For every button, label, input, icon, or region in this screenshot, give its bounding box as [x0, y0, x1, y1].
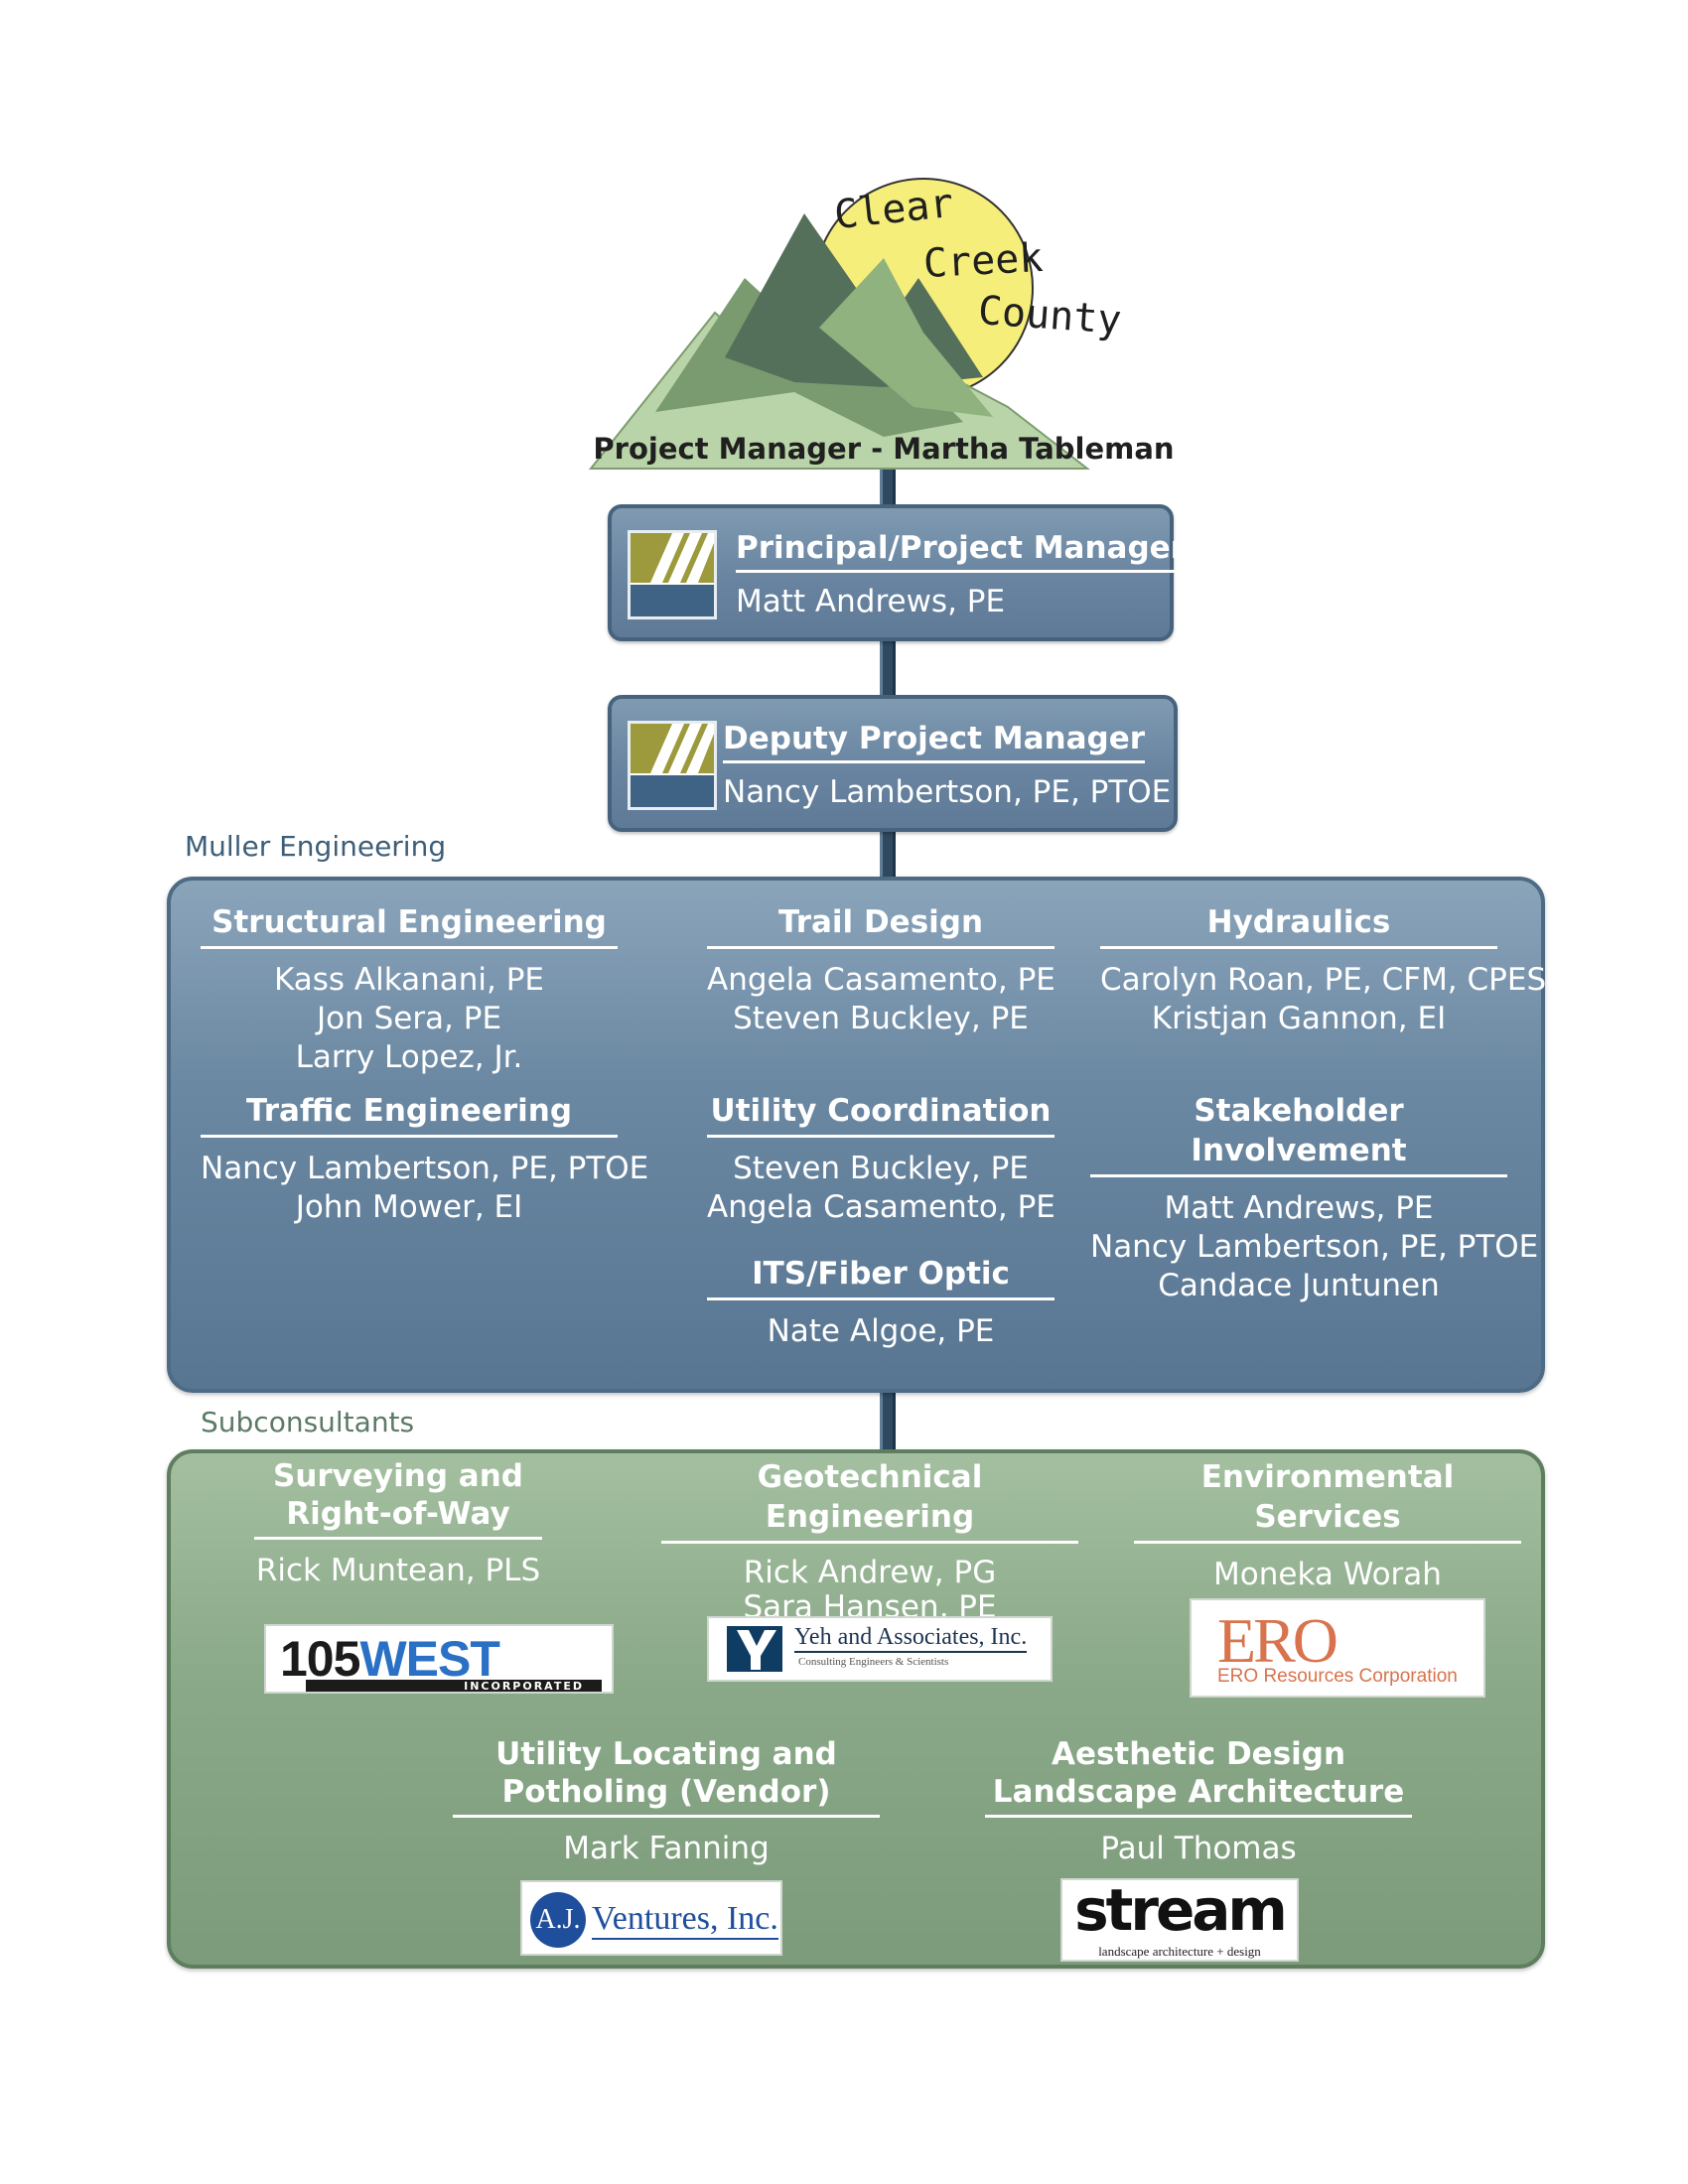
- group-member: Kristjan Gannon, EI: [1151, 1001, 1447, 1036]
- client-logo-word-creek: Creek: [921, 234, 1045, 288]
- group-member: Nancy Lambertson, PE, PTOE: [1090, 1229, 1539, 1265]
- role-title: Principal/Project Manager: [736, 530, 1186, 573]
- logo-text: stream: [1074, 1878, 1288, 1944]
- connector-line: [880, 830, 896, 880]
- group-structural-engineering: Structural Engineering Kass Alkanani, PE…: [201, 902, 618, 1077]
- role-name: Matt Andrews, PE: [736, 584, 1006, 619]
- group-stakeholder-involvement: Stakeholder Involvement Matt Andrews, PE…: [1090, 1091, 1539, 1305]
- connector-line: [880, 641, 896, 695]
- logo-text: ERO Resources Corporation: [1217, 1666, 1458, 1687]
- group-title-line: Landscape Architecture: [992, 1774, 1405, 1810]
- client-project-manager: Project Manager - Martha Tableman: [593, 432, 1175, 466]
- group-traffic-engineering: Traffic Engineering Nancy Lambertson, PE…: [201, 1091, 649, 1227]
- group-hydraulics: Hydraulics Carolyn Roan, PE, CFM, CPESC …: [1100, 902, 1568, 1038]
- group-member: Carolyn Roan, PE, CFM, CPESC: [1100, 962, 1568, 998]
- clear-creek-county-logo: Clear Creek County Project Manager - Mar…: [586, 169, 1182, 477]
- group-member: Candace Juntunen: [1158, 1268, 1440, 1303]
- logo-text: INCORPORATED: [306, 1680, 602, 1692]
- connector-line: [880, 467, 896, 506]
- mountain-sun-icon: [588, 178, 1090, 470]
- deputy-project-manager-card: Deputy Project Manager Nancy Lambertson,…: [608, 695, 1178, 832]
- group-member: Steven Buckley, PE: [733, 1151, 1029, 1186]
- muller-engineering-team-box: Structural Engineering Kass Alkanani, PE…: [167, 877, 1568, 1393]
- subconsultants-team-box: Surveying and Right-of-Way Rick Muntean,…: [167, 1449, 1545, 1969]
- group-member: Nate Algoe, PE: [767, 1313, 995, 1349]
- group-member: Rick Andrew, PG: [743, 1555, 997, 1590]
- logo-text: Yeh and Associates, Inc.: [794, 1624, 1028, 1653]
- group-surveying-row: Surveying and Right-of-Way Rick Muntean,…: [254, 1457, 542, 1590]
- group-title-line: Utility Locating and: [495, 1736, 837, 1772]
- group-utility-coordination: Utility Coordination Steven Buckley, PE …: [707, 1091, 1055, 1227]
- 105west-logo: 105WEST INCORPORATED: [264, 1624, 614, 1694]
- muller-engineering-logo-icon: [628, 530, 717, 619]
- group-title: Structural Engineering: [201, 902, 618, 949]
- logo-text: landscape architecture + design: [1098, 1944, 1261, 1959]
- group-title-line: Right-of-Way: [286, 1496, 510, 1532]
- group-member: Paul Thomas: [1100, 1831, 1297, 1866]
- group-environmental-services: Environmental Services Moneka Worah: [1134, 1457, 1521, 1594]
- group-member: Angela Casamento, PE: [707, 962, 1055, 998]
- subconsultants-label: Subconsultants: [201, 1406, 415, 1438]
- group-its-fiber-optic: ITS/Fiber Optic Nate Algoe, PE: [707, 1254, 1055, 1351]
- group-title: Geotechnical Engineering: [661, 1457, 1078, 1544]
- group-title: ITS/Fiber Optic: [707, 1254, 1055, 1300]
- role-name: Nancy Lambertson, PE, PTOE: [723, 774, 1172, 810]
- 105west-logo-wordmark: 105WEST: [280, 1630, 500, 1688]
- group-member: Mark Fanning: [563, 1831, 770, 1866]
- yeh-associates-logo: Yeh and Associates, Inc. Consulting Engi…: [707, 1616, 1053, 1682]
- group-member: Larry Lopez, Jr.: [295, 1039, 523, 1075]
- logo-text: WEST: [359, 1631, 499, 1687]
- group-title: Stakeholder Involvement: [1090, 1091, 1507, 1177]
- group-member: Matt Andrews, PE: [1164, 1190, 1434, 1226]
- aj-ventures-logo: A.J. Ventures, Inc.: [520, 1880, 782, 1956]
- logo-text: ERO: [1217, 1605, 1338, 1676]
- group-title: Aesthetic Design Landscape Architecture: [985, 1735, 1412, 1818]
- group-title-line: Aesthetic Design: [1051, 1736, 1346, 1772]
- connector-line: [880, 1390, 896, 1453]
- group-member: Angela Casamento, PE: [707, 1189, 1055, 1225]
- yeh-logo-mark-icon: [727, 1626, 782, 1672]
- group-title: Surveying and Right-of-Way: [254, 1457, 542, 1540]
- stream-logo: stream landscape architecture + design: [1060, 1878, 1299, 1962]
- logo-text: Consulting Engineers & Scientists: [798, 1656, 949, 1668]
- muller-engineering-label: Muller Engineering: [185, 830, 447, 863]
- group-title-line: Potholing (Vendor): [501, 1774, 831, 1810]
- group-utility-locating: Utility Locating and Potholing (Vendor) …: [453, 1735, 880, 1868]
- group-member: Moneka Worah: [1213, 1557, 1442, 1592]
- group-title: Trail Design: [707, 902, 1055, 949]
- group-member: Jon Sera, PE: [316, 1001, 502, 1036]
- group-title: Environmental Services: [1134, 1457, 1521, 1544]
- group-geotechnical-engineering: Geotechnical Engineering Rick Andrew, PG…: [661, 1457, 1078, 1625]
- group-title: Hydraulics: [1100, 902, 1497, 949]
- logo-text: 105: [280, 1631, 360, 1687]
- group-title: Utility Locating and Potholing (Vendor): [453, 1735, 880, 1818]
- logo-text: Ventures, Inc.: [592, 1900, 778, 1940]
- muller-engineering-logo-icon: [628, 721, 717, 810]
- group-member: Rick Muntean, PLS: [255, 1553, 541, 1588]
- principal-project-manager-card: Principal/Project Manager Matt Andrews, …: [608, 504, 1186, 641]
- group-title: Traffic Engineering: [201, 1091, 618, 1138]
- group-trail-design: Trail Design Angela Casamento, PE Steven…: [707, 902, 1055, 1038]
- group-member: Nancy Lambertson, PE, PTOE: [201, 1151, 649, 1186]
- logo-text: A.J.: [530, 1892, 586, 1948]
- role-title: Deputy Project Manager: [723, 721, 1146, 763]
- group-aesthetic-design: Aesthetic Design Landscape Architecture …: [985, 1735, 1412, 1868]
- group-member: John Mower, EI: [295, 1189, 523, 1225]
- group-title: Utility Coordination: [707, 1091, 1055, 1138]
- group-title-line: Surveying and: [273, 1458, 523, 1494]
- group-member: Kass Alkanani, PE: [273, 962, 545, 998]
- group-member: Steven Buckley, PE: [733, 1001, 1029, 1036]
- ero-resources-logo: ERO ERO Resources Corporation: [1190, 1598, 1485, 1698]
